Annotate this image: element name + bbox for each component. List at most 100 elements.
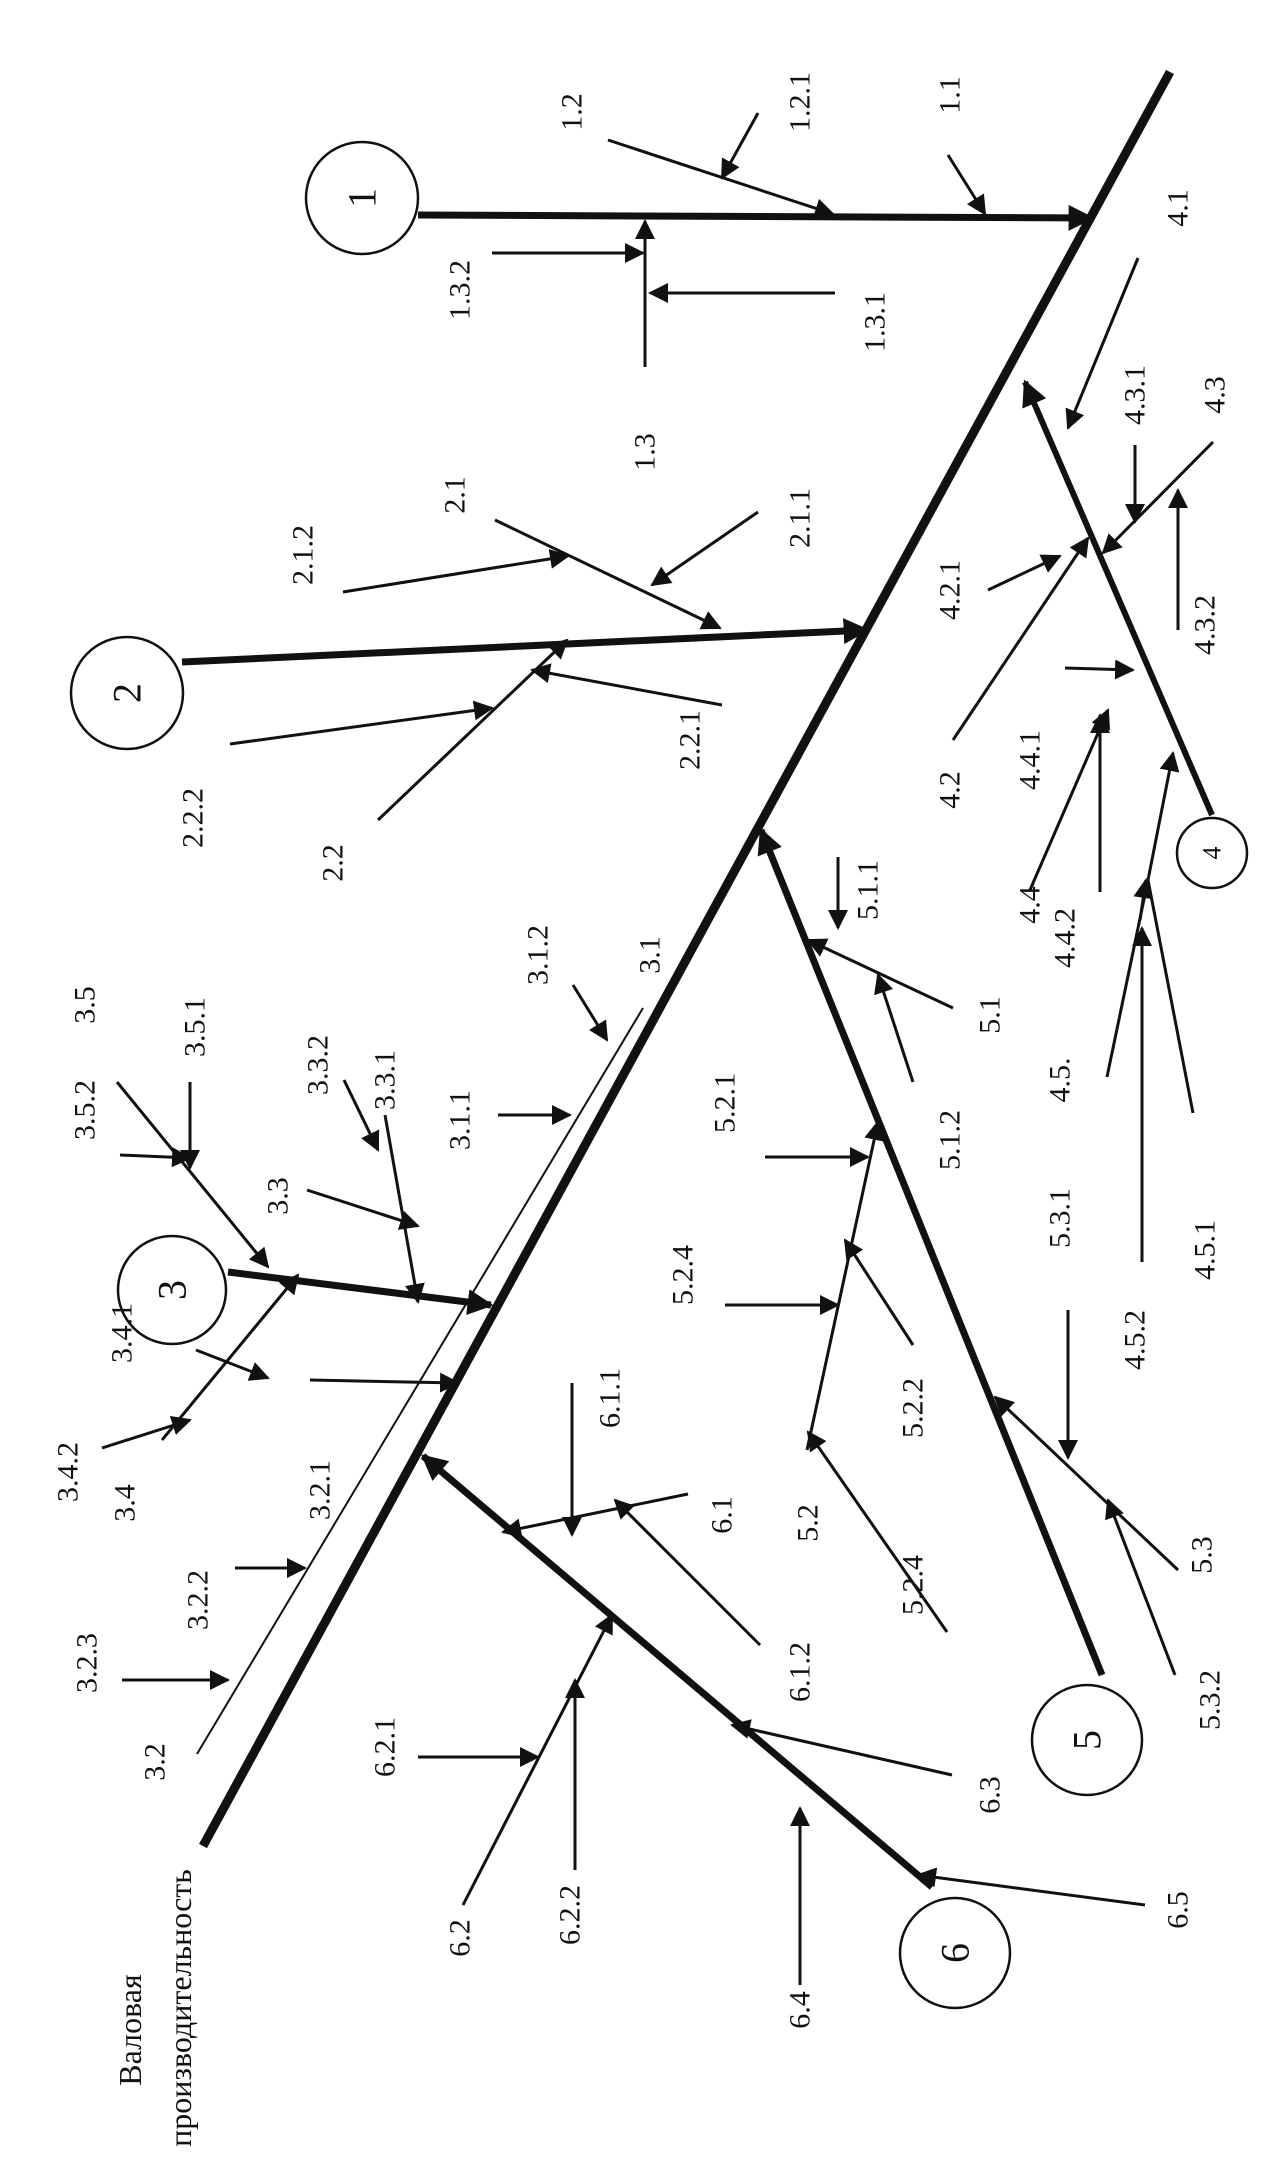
arrow-3-5-2 <box>119 1147 192 1168</box>
arrow-3-5 <box>115 1081 270 1269</box>
cause-circle-5 <box>1030 1683 1144 1797</box>
arrow-2-2 <box>376 638 569 822</box>
arrow-3-2-1 <box>309 1372 460 1393</box>
label-6-2: 6.2 <box>444 1919 477 1957</box>
label-4-3-2: 4.3.2 <box>1189 595 1222 655</box>
label-5-1-2: 5.1.2 <box>934 1110 967 1170</box>
label-5-2-4-lower: 5.2.4 <box>897 1555 930 1615</box>
main-spine <box>199 69 1174 1849</box>
circle-number-6: 6 <box>933 1943 978 1963</box>
label-2-1-1: 2.1.1 <box>784 488 817 548</box>
branch-5 <box>757 827 1106 1677</box>
label-6-1-1: 6.1.1 <box>594 1368 627 1428</box>
cause-circle-2 <box>69 635 185 751</box>
arrow-1-2 <box>607 138 835 218</box>
label-3-4: 3.4 <box>109 1484 142 1522</box>
label-2-2-2: 2.2.2 <box>177 788 210 848</box>
arrow-3-4 <box>160 1273 300 1441</box>
label-2-2-1: 2.2.1 <box>674 710 707 770</box>
arrow-5-2-2 <box>843 1238 915 1346</box>
label-3-1-2: 3.1.2 <box>522 925 555 985</box>
label-5-3-1: 5.3.1 <box>1044 1188 1077 1248</box>
branch-4 <box>1022 379 1215 817</box>
arrow-2-2-1 <box>530 663 723 707</box>
cause-circle-6 <box>898 1896 1012 2010</box>
branch-3 <box>227 1268 494 1315</box>
label-3-4-2: 3.4.2 <box>52 1442 85 1502</box>
arrow-4-4-1 <box>1064 659 1135 680</box>
label-4-4-2: 4.4.2 <box>1049 908 1082 968</box>
label-6-2-1: 6.2.1 <box>369 1717 402 1777</box>
label-3-5-2: 3.5.2 <box>69 1080 102 1140</box>
arrow-4-2-1 <box>987 554 1062 592</box>
label-3-1: 3.1 <box>634 936 667 974</box>
arrow-4-4 <box>1028 708 1111 891</box>
label-5-3-2: 5.3.2 <box>1194 1670 1227 1730</box>
label-3-2-1: 3.2.1 <box>304 1460 337 1520</box>
label-3-3: 3.3 <box>262 1177 295 1215</box>
circle-number-2: 2 <box>105 683 150 703</box>
label-4-4-1: 4.4.1 <box>1014 730 1047 790</box>
label-5-2-4-upper: 5.2.4 <box>667 1245 700 1305</box>
label-4-5-1: 4.5.1 <box>1189 1220 1222 1280</box>
label-5-2: 5.2 <box>792 1504 825 1542</box>
label-1-1: 1.1 <box>934 76 967 114</box>
circle-number-3: 3 <box>150 1280 195 1300</box>
label-3-3-2: 3.3.2 <box>302 1035 335 1095</box>
label-6-1: 6.1 <box>706 1496 739 1534</box>
label-4-2-1: 4.2.1 <box>934 560 967 620</box>
label-6-3: 6.3 <box>974 1776 1007 1814</box>
arrow-2-2-2 <box>229 700 494 746</box>
arrow-4-5 <box>1146 751 1180 881</box>
label-6-2-2: 6.2.2 <box>554 1885 587 1945</box>
arrow-2-1-2 <box>342 548 570 594</box>
arrow-4-5-line-b <box>1146 879 1195 1114</box>
label-2-2: 2.2 <box>317 844 350 882</box>
label-5-1: 5.1 <box>974 996 1007 1034</box>
label-4-4: 4.4 <box>1014 886 1047 924</box>
arrow-5-1-2 <box>874 973 915 1083</box>
circle-numbers: 1 2 3 4 5 6 <box>105 188 1227 1963</box>
label-6-1-2: 6.1.2 <box>784 1642 817 1702</box>
label-1-2: 1.2 <box>556 93 589 131</box>
arrow-5-2 <box>805 1120 884 1451</box>
arrow-3-3-1 <box>383 1114 425 1304</box>
arrow-1-1 <box>946 154 987 216</box>
label-3-2: 3.2 <box>139 1743 172 1781</box>
label-3-5: 3.5 <box>69 986 102 1024</box>
arrow-6-5 <box>916 1867 1146 1907</box>
label-3-4-1: 3.4.1 <box>106 1303 139 1363</box>
label-1-3-2: 1.3.2 <box>444 260 477 320</box>
label-4-3-1: 4.3.1 <box>1119 365 1152 425</box>
branch-1 <box>417 204 1095 231</box>
label-4-5-2: 4.5.2 <box>1119 1310 1152 1370</box>
circle-number-5: 5 <box>1065 1730 1110 1750</box>
arrow-3-4-1 <box>195 1348 270 1381</box>
circle-number-1: 1 <box>340 188 385 208</box>
label-6-5: 6.5 <box>1162 1891 1195 1929</box>
arrow-6-1-2 <box>613 1498 762 1647</box>
label-2-1-2: 2.1.2 <box>287 525 320 585</box>
label-2-1: 2.1 <box>439 476 472 514</box>
branch-2 <box>181 618 870 666</box>
labels: 1.1 1.2 1.2.1 1.3 1.3.1 1.3.2 2.1 2.1.1 … <box>52 72 1232 2029</box>
label-5-3: 5.3 <box>1186 1536 1219 1574</box>
label-3-1-1: 3.1.1 <box>444 1090 477 1150</box>
label-4-2: 4.2 <box>934 771 967 809</box>
arrow-6-1 <box>501 1492 689 1539</box>
label-4-1: 4.1 <box>1162 189 1195 227</box>
arrow-6-2 <box>461 1613 614 1906</box>
label-1-3: 1.3 <box>629 433 662 471</box>
arrow-4-5-mid <box>1133 878 1154 921</box>
label-5-1-1: 5.1.1 <box>852 860 885 920</box>
title-line-2: производительность <box>162 1869 198 2147</box>
title-line-1: Валовая <box>112 1974 148 2086</box>
cause-circle-1 <box>304 140 420 256</box>
arrow-2-1 <box>494 518 722 630</box>
cause-circle-4 <box>1175 816 1249 890</box>
arrow-5-3-2 <box>1105 1498 1177 1676</box>
label-1-2-1: 1.2.1 <box>784 72 817 132</box>
arrow-4-2 <box>951 536 1090 741</box>
label-5-2-1: 5.2.1 <box>709 1073 742 1133</box>
